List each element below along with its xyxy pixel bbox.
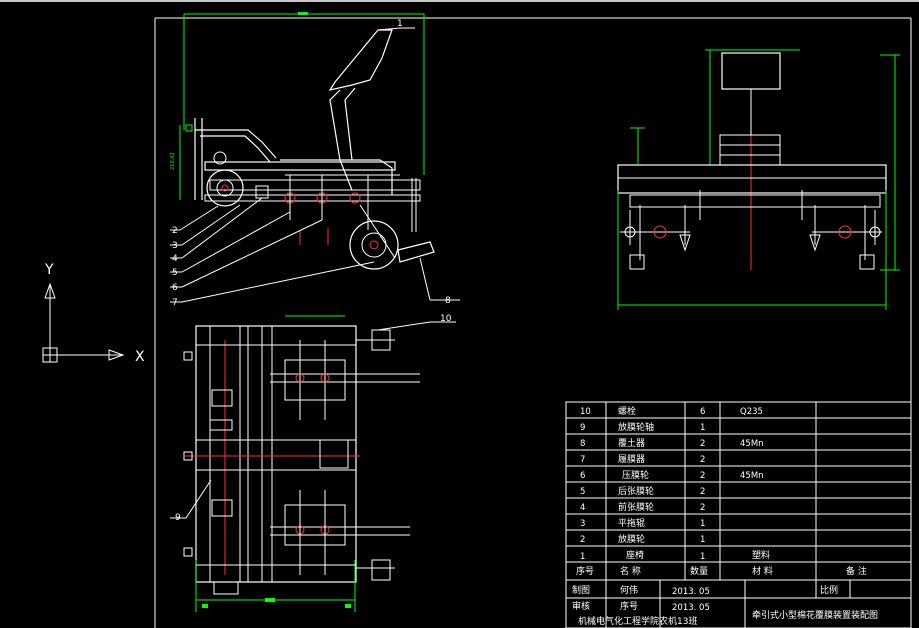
bom-table-lines xyxy=(565,401,912,628)
callout-3: 3 xyxy=(172,241,178,251)
bom-row-name: 放膜轮 xyxy=(618,533,645,545)
axis-y-label: Y xyxy=(44,262,54,278)
callout-6: 6 xyxy=(172,283,178,293)
bom-row-qty: 6 xyxy=(700,407,705,417)
bom-row-qty: 2 xyxy=(700,455,705,465)
bom-header-name: 名 称 xyxy=(620,565,641,577)
bom-row-qty: 2 xyxy=(700,503,705,513)
bom-row-material: 45Mn xyxy=(740,439,764,449)
callout-8: 8 xyxy=(445,296,451,306)
bom-row-name: 放膜轮轴 xyxy=(618,421,654,433)
bom-row-no: 3 xyxy=(580,519,585,529)
bom-header-note: 备 注 xyxy=(846,565,867,577)
front-view xyxy=(617,49,900,310)
bom-row-no: 10 xyxy=(580,407,591,417)
bom-row-name: 座椅 xyxy=(626,549,644,561)
bom-row-name: 后张膜轮 xyxy=(618,485,654,497)
bom-rows: 10 螺栓 6 Q235 9 放膜轮轴 1 8 覆土器 2 45Mn 7 履膜器… xyxy=(580,405,770,562)
drawn-name: 何伟 xyxy=(620,584,638,596)
checked-date: 2013. 05 xyxy=(672,603,710,613)
bom-row-no: 7 xyxy=(580,455,585,465)
callout-2: 2 xyxy=(172,226,178,236)
bom-row-name: 压膜轮 xyxy=(622,469,649,481)
bom-row-no: 8 xyxy=(580,439,585,449)
bom-row-material: 塑料 xyxy=(752,549,770,561)
bom-row-name: 平拖辊 xyxy=(618,517,645,529)
bom-row-name: 覆土器 xyxy=(618,437,645,449)
bom-header-material: 材 料 xyxy=(752,565,773,577)
checked-label: 审核 xyxy=(572,600,590,612)
bom-row-qty: 2 xyxy=(700,471,705,481)
bom-row-qty: 1 xyxy=(700,423,705,433)
callout-7: 7 xyxy=(172,298,178,308)
ucs-axis-icon xyxy=(42,282,125,363)
bom-row-no: 6 xyxy=(580,471,585,481)
school-name: 机械电气化工程学院农机13班 xyxy=(578,615,697,627)
bom-row-qty: 2 xyxy=(700,439,705,449)
bom-row-material: Q235 xyxy=(740,407,763,417)
bom-header-no: 序号 xyxy=(576,565,594,577)
callout-4: 4 xyxy=(172,254,178,264)
svg-text:210.42: 210.42 xyxy=(170,153,176,171)
callout-5: 5 xyxy=(172,268,178,278)
callout-1: 1 xyxy=(397,19,403,29)
bom-row-qty: 1 xyxy=(700,519,705,529)
bom-row-qty: 1 xyxy=(700,535,705,545)
axis-x-label: X xyxy=(135,349,145,365)
bom-row-no: 4 xyxy=(580,503,585,513)
bom-row-name: 螺栓 xyxy=(618,405,636,417)
scale-label: 比例 xyxy=(820,584,838,596)
checked-name: 序号 xyxy=(620,600,638,612)
bom-header-qty: 数量 xyxy=(690,565,708,577)
bom-row-qty: 2 xyxy=(700,487,705,497)
drawing-top-border xyxy=(0,0,919,2)
bom-row-name: 履膜器 xyxy=(618,454,645,465)
bom-row-no: 1 xyxy=(580,552,585,562)
side-view: 210.42 xyxy=(170,12,460,303)
bom-row-qty: 1 xyxy=(700,552,705,562)
bom-row-material: 45Mn xyxy=(740,471,764,481)
callout-9: 9 xyxy=(175,513,181,523)
callout-10: 10 xyxy=(440,314,452,324)
drawn-label: 制图 xyxy=(572,584,590,596)
bom-row-no: 9 xyxy=(580,423,585,433)
drawing-title: 牵引式小型棉花覆膜装置装配图 xyxy=(752,609,878,621)
drawn-date: 2013. 05 xyxy=(672,587,710,597)
top-view xyxy=(170,315,456,612)
bom-row-no: 5 xyxy=(580,487,585,497)
bom-row-name: 前张膜轮 xyxy=(618,501,654,513)
bom-row-no: 2 xyxy=(580,535,585,545)
